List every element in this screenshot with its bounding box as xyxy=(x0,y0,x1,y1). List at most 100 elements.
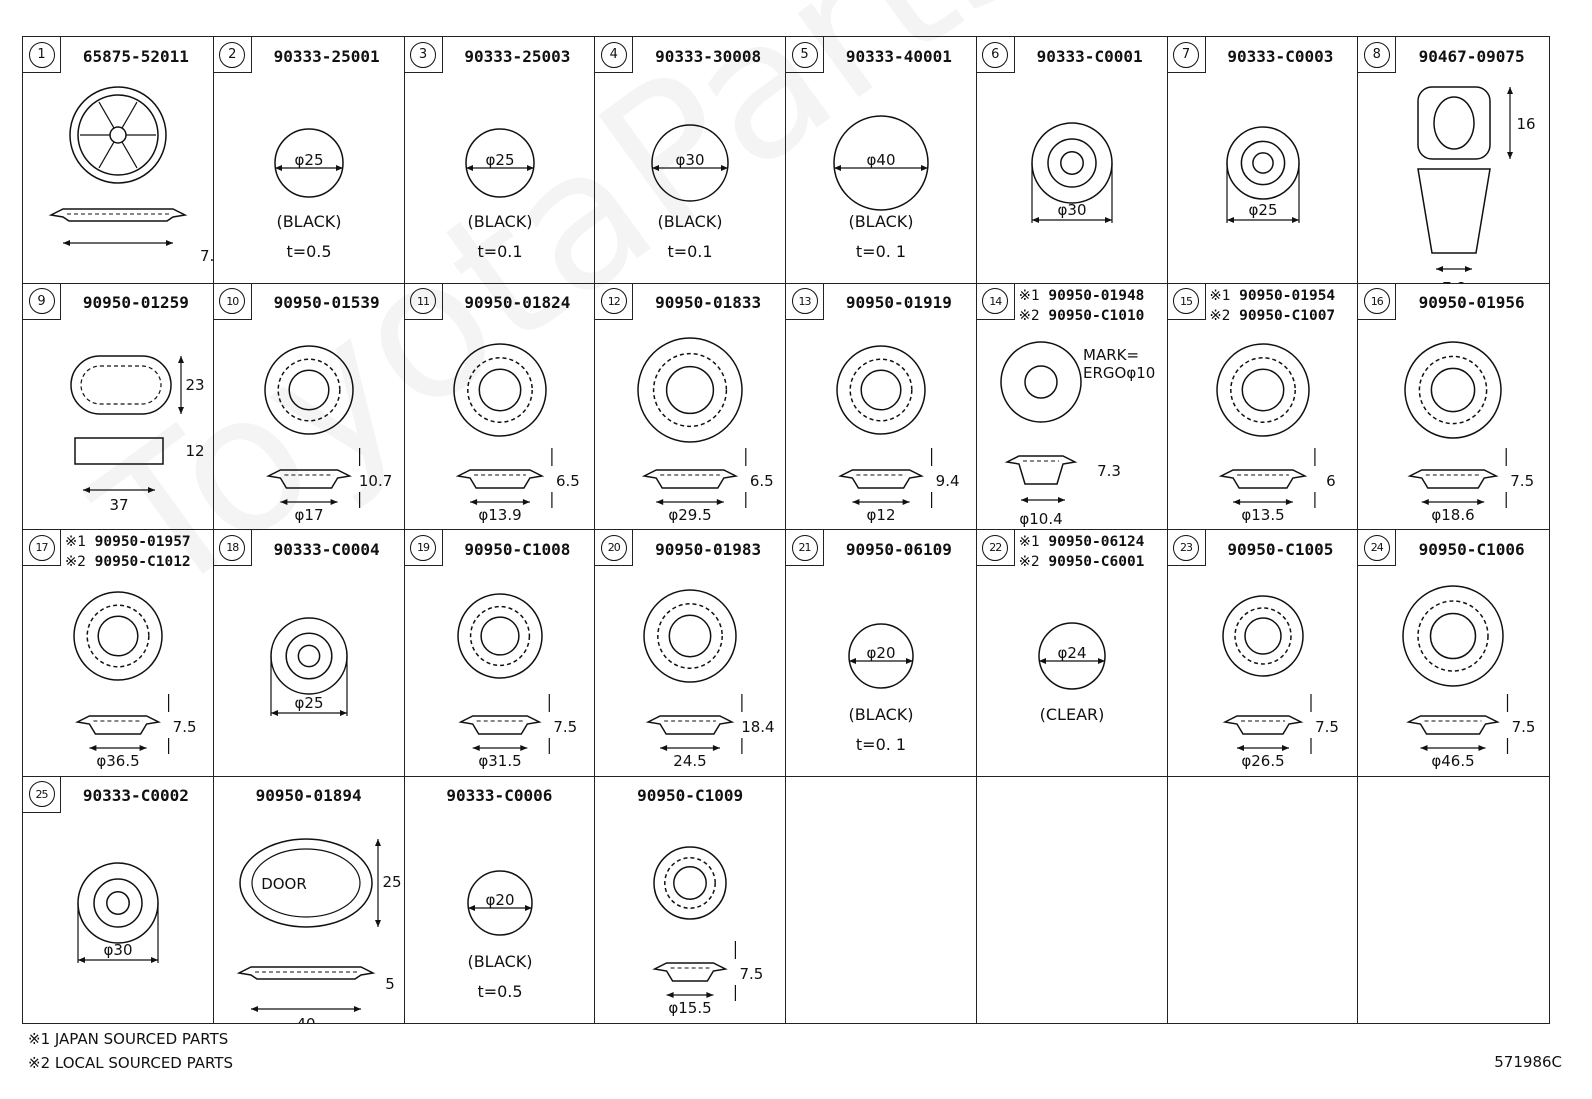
side-profile xyxy=(1406,715,1501,735)
part-number-japan: 90950-01948 xyxy=(1048,287,1145,304)
oval-outline xyxy=(239,837,373,928)
ref-number-box: 10 xyxy=(213,283,252,320)
ref-number-box: 25 xyxy=(23,776,61,813)
source-mark: ※2 xyxy=(1209,307,1231,324)
part-number-local: 90950-C1007 xyxy=(1239,307,1336,324)
dimension-arrows xyxy=(469,498,530,505)
part-drawing: φ24(CLEAR) xyxy=(1038,622,1106,724)
part-number: 90950-C1009 xyxy=(637,786,744,805)
ref-number: 24 xyxy=(1363,534,1390,561)
ref-number-box: 1 xyxy=(23,37,61,73)
height-label: 16 xyxy=(1517,115,1536,133)
oval-inner xyxy=(251,847,361,918)
ref-number: 11 xyxy=(410,288,436,314)
part-drawing: φ25(BLACK)t=0.5 xyxy=(274,128,344,261)
width-label: 40 xyxy=(296,1015,315,1024)
part-number: 90333-C0006 xyxy=(446,786,553,805)
ref-number-box: 8 xyxy=(1358,37,1397,73)
part-numbers: ※1 90950-06124 ※2 90950-C6001 xyxy=(1019,532,1165,572)
part-number-local: 90950-C1012 xyxy=(94,554,191,570)
inner-ring xyxy=(86,604,150,668)
part-number: 90333-C0004 xyxy=(273,539,380,559)
ref-number: 19 xyxy=(410,534,436,561)
dimension-arrows xyxy=(852,498,910,505)
diameter-label: φ25 xyxy=(1248,201,1277,219)
plug-outline xyxy=(848,623,914,689)
height-label: 7.5 xyxy=(1315,718,1339,736)
part-number-japan: 90950-06124 xyxy=(1048,534,1145,550)
diameter-label: φ30 xyxy=(1057,201,1086,219)
ref-number: 14 xyxy=(982,288,1009,314)
ref-number: 25 xyxy=(28,781,55,807)
ref-number: 6 xyxy=(982,41,1009,68)
side-profile xyxy=(457,715,542,735)
ref-number-box: 3 xyxy=(404,37,443,73)
ref-number: 21 xyxy=(791,534,818,561)
ref-number-box: 17 xyxy=(23,530,61,566)
side-profile xyxy=(75,715,161,735)
depth-label: 12 xyxy=(185,442,204,460)
center-hole xyxy=(1243,617,1282,655)
center-hole xyxy=(478,368,521,411)
part-number: 90467-09075 xyxy=(1418,46,1525,66)
color-label: (CLEAR) xyxy=(1039,705,1104,724)
part-number: 90333-40001 xyxy=(845,46,952,66)
mark-label: ERGOφ10 xyxy=(1083,364,1155,382)
outer-ring xyxy=(1000,340,1082,423)
ref-number: 10 xyxy=(219,288,246,314)
side-profile xyxy=(838,468,924,489)
source-mark: ※2 xyxy=(1018,554,1040,570)
diameter-label: φ10.4 xyxy=(1019,510,1062,528)
part-drawing: φ30(BLACK)t=0.1 xyxy=(651,124,729,261)
part-drawing: φ30 xyxy=(1031,122,1113,223)
oval-inner xyxy=(80,364,162,405)
side-profile xyxy=(236,965,376,980)
center-hole xyxy=(668,614,712,658)
part-number: 90950-C1006 xyxy=(1418,539,1525,559)
dimension-arrows xyxy=(89,745,147,751)
plug-outline xyxy=(833,115,929,211)
part-number: 90950-01539 xyxy=(273,293,380,312)
ref-number-box: 20 xyxy=(595,530,634,566)
ref-number: 8 xyxy=(1363,41,1390,68)
diameter-label: φ46.5 xyxy=(1432,752,1475,770)
part-number: 90950-01894 xyxy=(255,786,362,805)
diameter-label: φ25 xyxy=(294,151,323,169)
hub xyxy=(109,126,127,144)
inner-ring xyxy=(849,357,913,422)
color-label: (BLACK) xyxy=(658,212,723,231)
part-drawing: φ25 xyxy=(270,617,348,716)
height-label: 18.4 xyxy=(741,718,774,736)
height-label: 9.4 xyxy=(936,472,960,490)
part-drawing: 18.424.5 xyxy=(643,589,775,770)
outer-ring xyxy=(1221,595,1304,677)
diameter-label: φ17 xyxy=(294,506,323,524)
color-label: (BLACK) xyxy=(848,705,913,724)
thickness-label: t=0.5 xyxy=(477,982,522,1001)
ref-number-box: 2 xyxy=(213,37,252,73)
depth-label: 5 xyxy=(385,975,395,993)
side-profile xyxy=(642,468,739,489)
diameter-label: φ15.5 xyxy=(669,999,712,1017)
part-drawing: φ25(BLACK)t=0.1 xyxy=(464,128,535,261)
part-drawing: φ25 xyxy=(1225,126,1300,223)
thickness-label: t=0.1 xyxy=(477,242,522,261)
thickness-label: t=0.1 xyxy=(668,242,713,261)
dimension-arrows xyxy=(660,745,721,751)
source-mark: ※1 xyxy=(1018,534,1040,550)
part-drawing: φ40(BLACK)t=0. 1 xyxy=(833,115,929,261)
outer-ring xyxy=(456,593,543,679)
ref-number: 9 xyxy=(28,288,55,314)
ref-number-box: 16 xyxy=(1358,283,1397,320)
inner-ring xyxy=(277,357,341,422)
center-hole xyxy=(297,644,321,668)
